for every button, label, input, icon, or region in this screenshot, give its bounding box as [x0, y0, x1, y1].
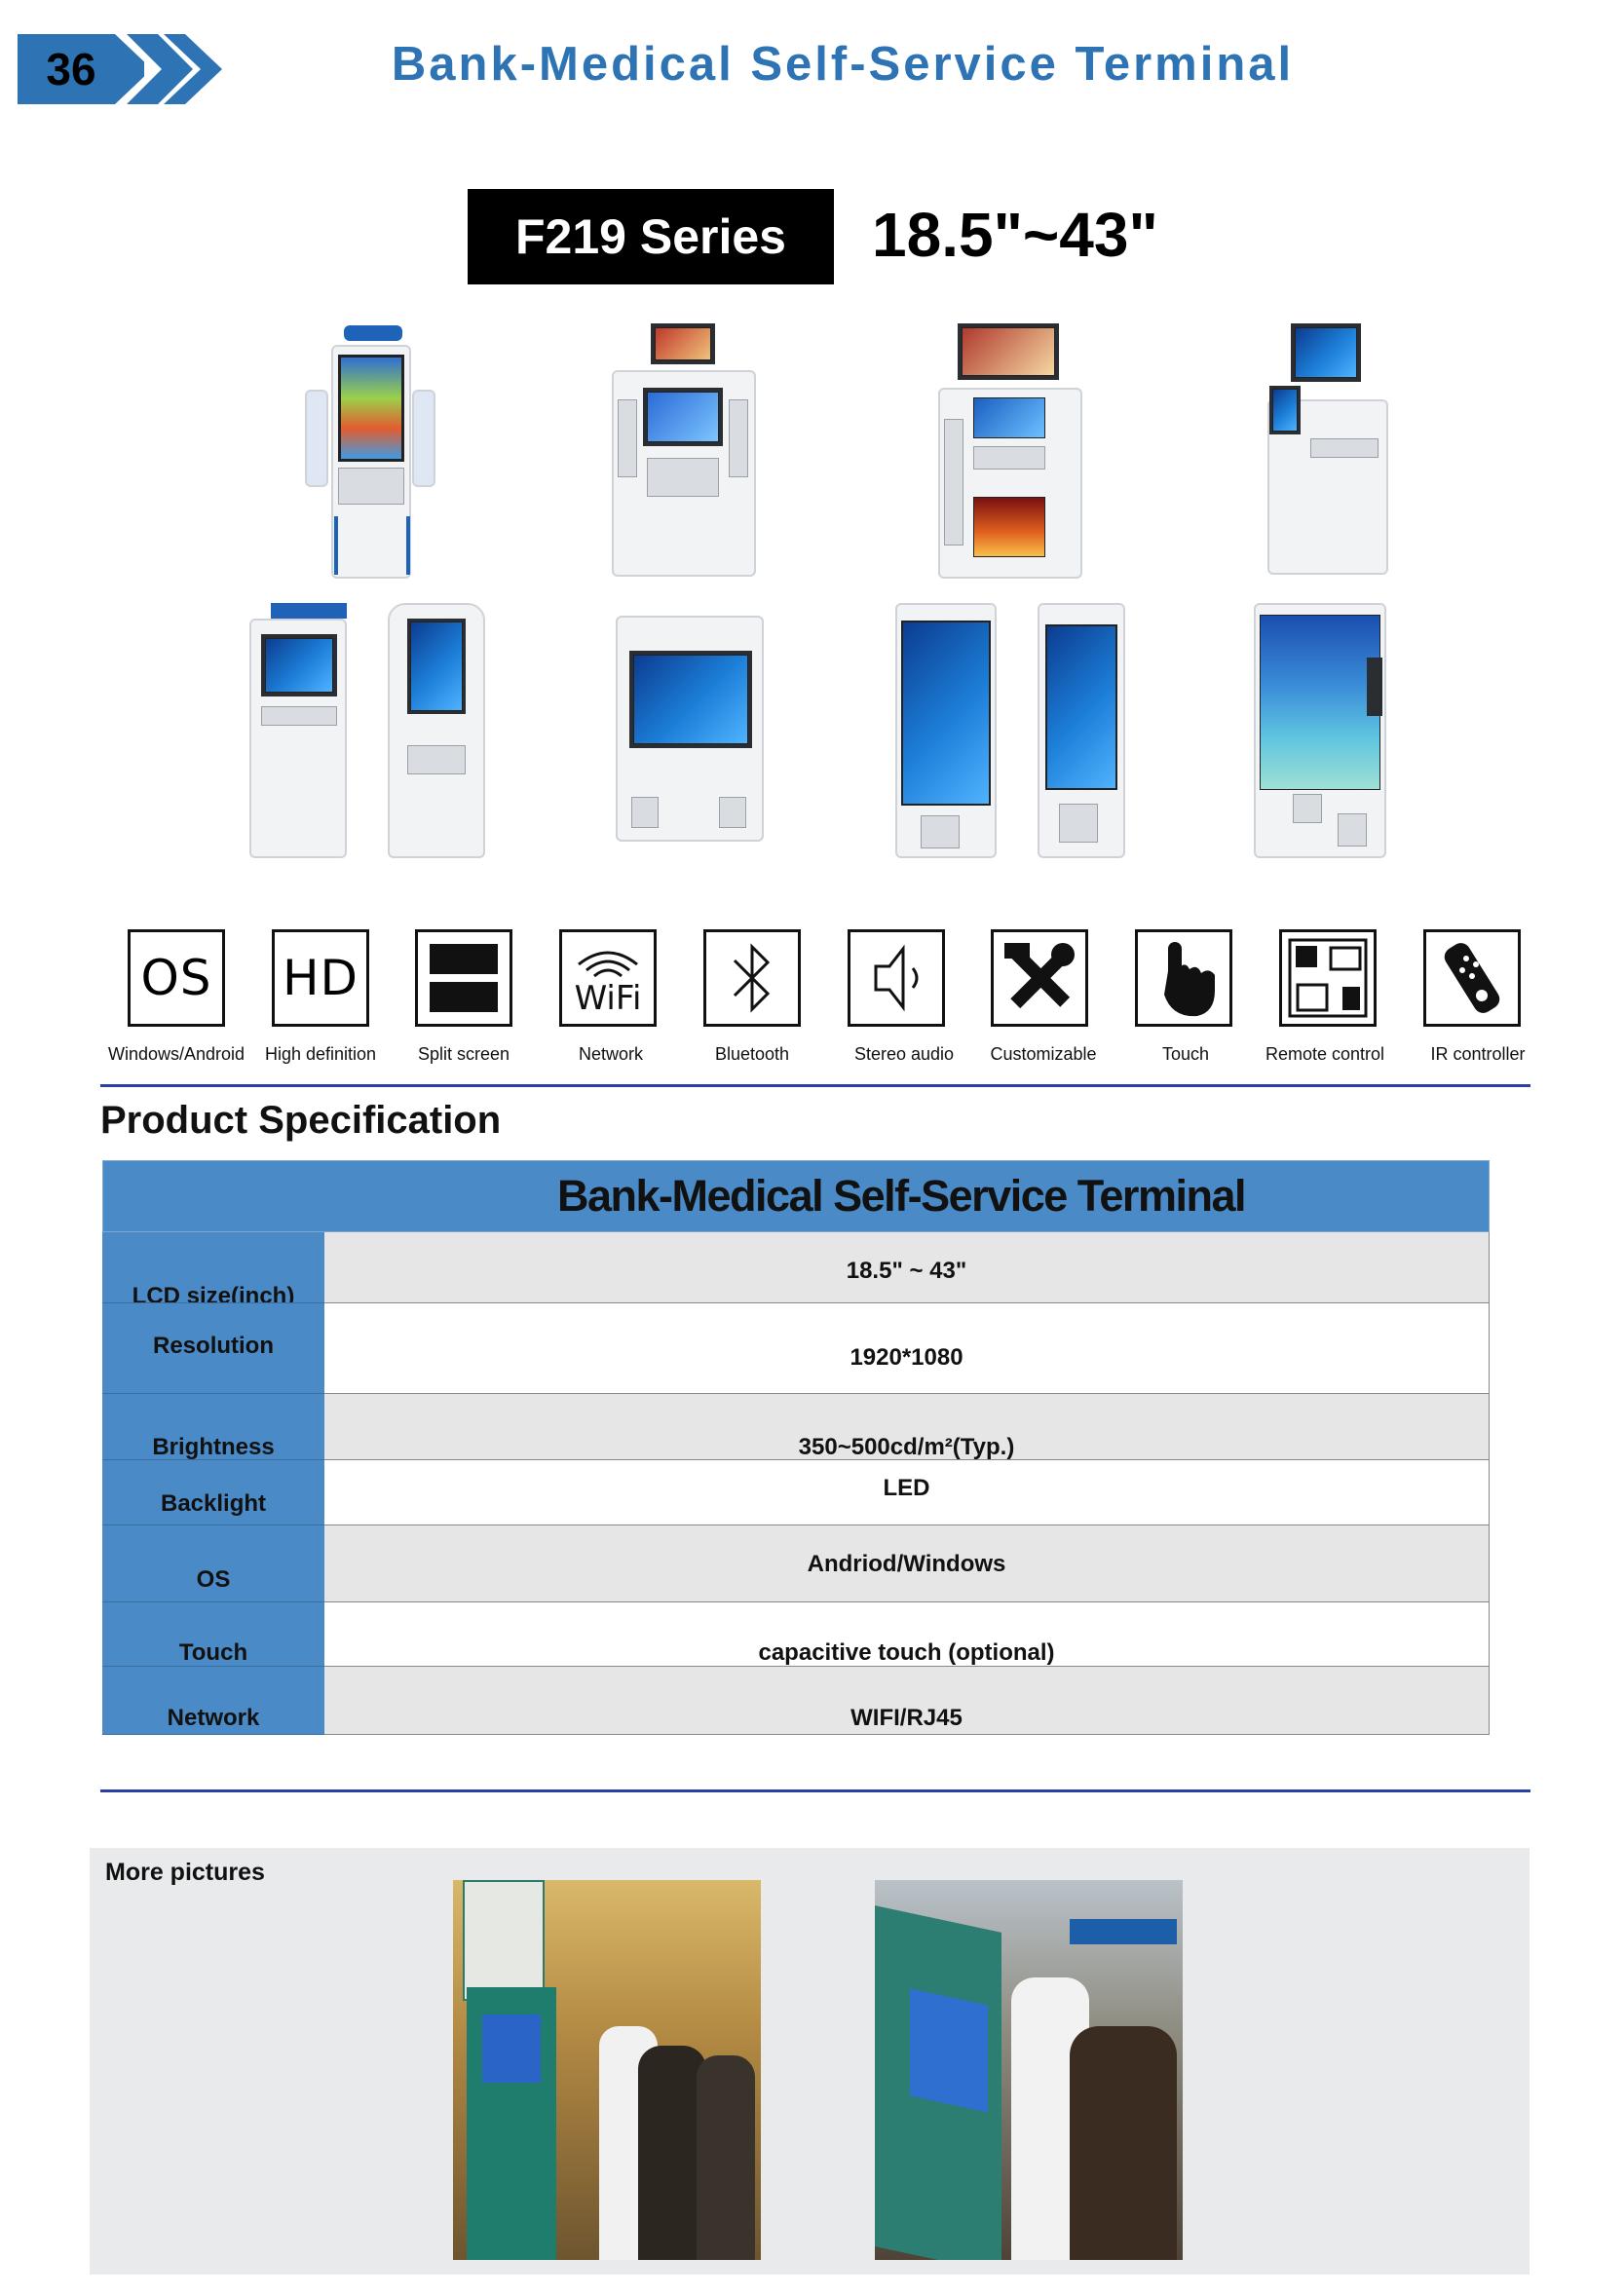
spec-label-resolution: Resolution [102, 1303, 324, 1394]
hd-icon: HD [272, 929, 369, 1027]
spec-value-network: WIFI/RJ45 [324, 1667, 1490, 1735]
spec-label-backlight: Backlight [102, 1460, 324, 1525]
feature-label-remote-control: Remote control [1265, 1044, 1385, 1064]
product-image-portrait-medical-app-kiosk [1250, 599, 1391, 862]
touch-hand-icon [1135, 929, 1232, 1027]
os-icon: OS [128, 929, 225, 1027]
feature-label-touch: Touch [1161, 1044, 1210, 1064]
remote-control-icon [1279, 929, 1377, 1027]
spec-table-title: Bank-Medical Self-Service Terminal [557, 1171, 1246, 1221]
page-number: 36 [46, 44, 96, 94]
tools-icon [991, 929, 1088, 1027]
section-divider [100, 1084, 1530, 1087]
feature-label-ir-controller: IR controller [1430, 1044, 1526, 1064]
page-number-badge [18, 34, 222, 104]
spec-value-lcd-size: 18.5" ~ 43" [324, 1232, 1490, 1303]
bluetooth-icon [703, 929, 801, 1027]
product-image-desktop-side-screen-kiosk [1262, 321, 1393, 580]
wifi-icon: WiFi [559, 929, 657, 1027]
product-image-portrait-screen-kiosk-pair [891, 599, 1130, 862]
more-pictures-label: More pictures [105, 1859, 265, 1886]
spec-value-brightness: 350~500cd/m²(Typ.) [324, 1394, 1490, 1460]
spec-value-backlight: LED [324, 1460, 1490, 1525]
spec-label-os: OS [102, 1525, 324, 1602]
chevron-arrow-icon [115, 34, 222, 104]
spec-value-os: Andriod/Windows [324, 1525, 1490, 1602]
feature-label-hd: High definition [264, 1044, 377, 1064]
size-range: 18.5"~43" [872, 200, 1158, 270]
page-title: Bank-Medical Self-Service Terminal [391, 38, 1295, 91]
product-image-top-display-kiosk [604, 321, 760, 580]
spec-label-touch: Touch [102, 1602, 324, 1667]
series-name: F219 Series [468, 189, 834, 284]
spec-label-network: Network [102, 1667, 324, 1735]
hd-glyph: HD [282, 950, 359, 1006]
photo-hospital-kiosk-1 [453, 1880, 761, 2260]
product-image-top-display-multi-module-kiosk [930, 321, 1086, 580]
speaker-icon [848, 929, 945, 1027]
ir-controller-icon [1423, 929, 1521, 1027]
feature-label-network: Network [578, 1044, 643, 1064]
feature-label-stereo-audio: Stereo audio [853, 1044, 955, 1064]
feature-label-split-screen: Split screen [417, 1044, 510, 1064]
spec-value-resolution: 1920*1080 [324, 1303, 1490, 1394]
wifi-glyph: WiFi [575, 979, 642, 1017]
section-divider-bottom [100, 1789, 1530, 1792]
product-image-dual-wing-kiosk [297, 321, 443, 580]
product-image-floor-standing-kiosk-pair [244, 599, 497, 862]
split-screen-icon [415, 929, 512, 1027]
spec-table-header [102, 1160, 1490, 1232]
os-glyph: OS [140, 950, 212, 1006]
more-pictures-panel [90, 1848, 1530, 2275]
feature-label-bluetooth: Bluetooth [714, 1044, 790, 1064]
spec-value-touch: capacitive touch (optional) [324, 1602, 1490, 1667]
spec-label-lcd-size: LCD size(inch) [102, 1232, 324, 1303]
spec-label-brightness: Brightness [102, 1394, 324, 1460]
spec-heading: Product Specification [100, 1099, 502, 1142]
feature-label-os: Windows/Android [107, 1044, 245, 1064]
photo-hospital-kiosk-2 [875, 1880, 1183, 2260]
feature-label-customizable: Customizable [990, 1044, 1097, 1064]
product-image-wall-mount-landscape-kiosk [612, 612, 768, 846]
